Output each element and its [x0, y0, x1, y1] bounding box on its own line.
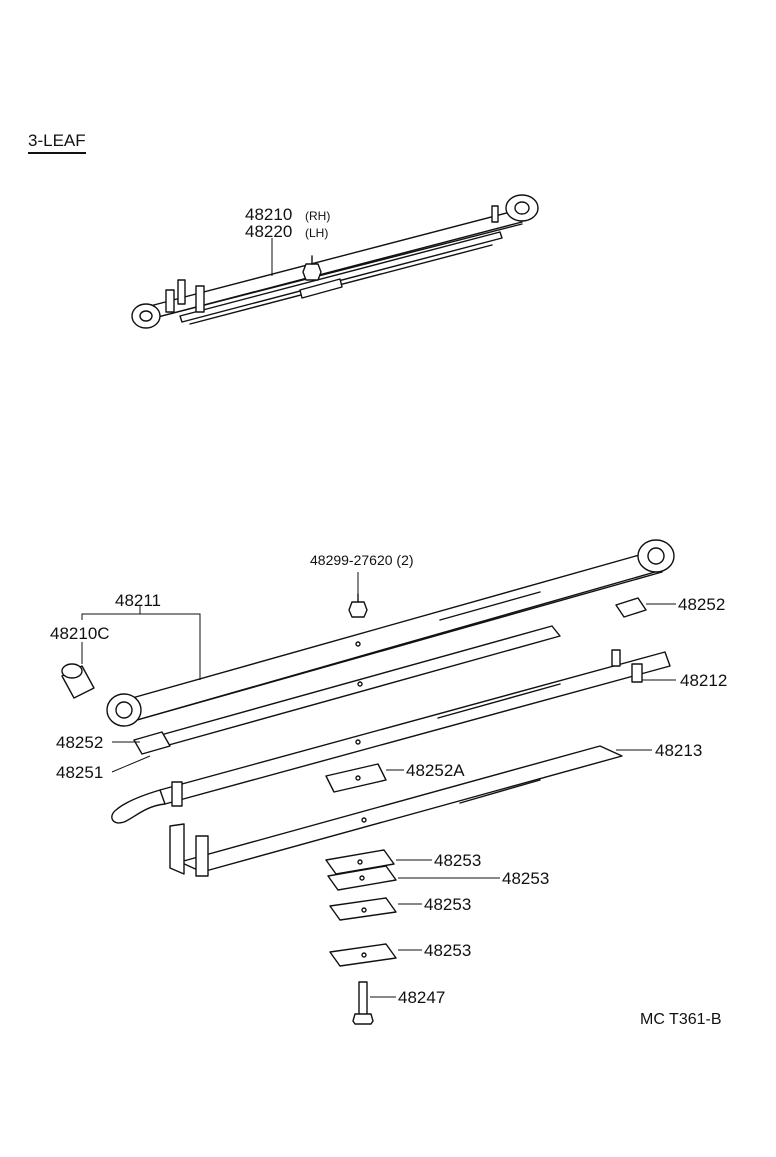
part-label-48299-27620[interactable]: 48299-27620 (2)	[310, 552, 414, 568]
bolt-48247	[352, 981, 374, 1025]
section-title: 3-LEAF	[28, 132, 86, 154]
part-label-48212[interactable]: 48212	[680, 671, 728, 690]
part-label-48247[interactable]: 48247	[398, 988, 446, 1007]
figure-code: MC T361-B	[640, 1011, 722, 1028]
leaf-48212	[111, 649, 671, 824]
part-label-48251[interactable]: 48251	[56, 763, 104, 782]
part-label-48253-3[interactable]: 48253	[424, 895, 472, 914]
part-side-rh: (RH)	[305, 209, 331, 223]
liner-48251	[133, 625, 561, 755]
leaf-spring-assembly	[131, 194, 539, 329]
spacers-48253	[325, 849, 397, 967]
part-label-48220[interactable]: 48220	[245, 222, 293, 241]
part-label-48252a[interactable]: 48252A	[406, 761, 465, 780]
bushing-48210c	[61, 663, 95, 699]
bolt-48299	[348, 593, 368, 618]
part-side-lh: (LH)	[305, 226, 329, 240]
leaf-48213	[169, 745, 623, 877]
leader-lines	[81, 572, 676, 998]
strip-48252-right	[615, 597, 647, 618]
part-label-48253-1[interactable]: 48253	[434, 851, 482, 870]
part-label-48213[interactable]: 48213	[655, 741, 703, 760]
part-label-48210[interactable]: 48210	[245, 205, 293, 224]
part-label-48253-2[interactable]: 48253	[502, 869, 550, 888]
part-label-48252-left[interactable]: 48252	[56, 733, 104, 752]
part-label-48210c[interactable]: 48210C	[50, 624, 110, 643]
part-label-48252-right[interactable]: 48252	[678, 595, 726, 614]
part-label-48211[interactable]: 48211	[115, 591, 162, 610]
main-leaf-48211	[106, 539, 675, 727]
part-label-48253-4[interactable]: 48253	[424, 941, 472, 960]
